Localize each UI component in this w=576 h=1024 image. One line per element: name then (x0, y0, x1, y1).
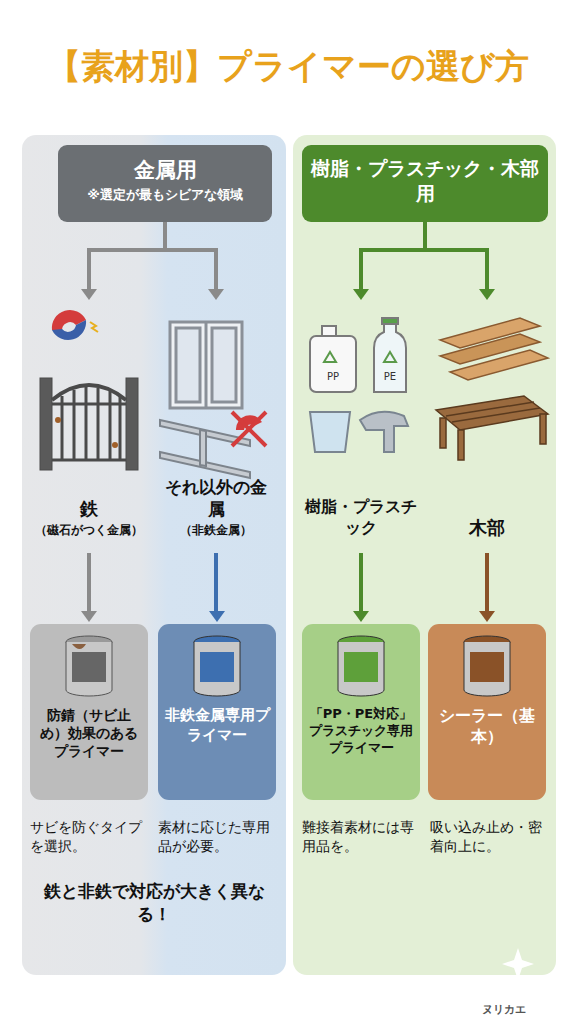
paint-can-icon (194, 636, 240, 696)
magnet-icon (52, 310, 98, 340)
node-title: 金属用 (134, 157, 197, 184)
flow-arrow (81, 553, 97, 622)
paint-can-icon (66, 636, 112, 696)
wood-deck-icon (436, 396, 548, 460)
resin-code: PP (318, 370, 348, 384)
category-header: 樹脂・プラスチック・木部用 (302, 145, 548, 222)
iron-gate-icon (40, 378, 138, 470)
node-title: 木部 (469, 516, 505, 539)
title: 【素材別】プライマーの選び方 (0, 44, 576, 90)
flow-arrow (353, 222, 425, 300)
sparkle-icon (502, 948, 534, 980)
flow-arrow (165, 222, 224, 300)
flow-arrow (81, 222, 165, 300)
node-subtitle: ※選定が最もシビアな領域 (87, 187, 243, 204)
node-title: 「PP・PE対応」プラスチック専用プライマー (306, 706, 416, 757)
resin-wood-panel (293, 135, 556, 975)
pe-bottle-icon (374, 318, 406, 392)
note: 鉄と非鉄で対応が大きく異なる！ (40, 880, 268, 926)
flow-arrow (209, 553, 225, 622)
description: 難接着素材には専用品を。 (302, 818, 420, 856)
node-title: 非鉄金属専用プライマー (162, 706, 272, 745)
pp-bottle-icon (310, 326, 356, 392)
node-title: シーラー（基本） (432, 706, 542, 748)
resin-code: PE (375, 370, 405, 384)
node-subtitle: （非鉄金属） (180, 523, 252, 539)
aluminium-window-icon (170, 322, 242, 408)
no-magnet-icon (232, 412, 266, 446)
node-subtitle: （磁石がつく金属） (35, 523, 143, 539)
wood-planks-icon (440, 318, 548, 380)
plastic-parts-icon (310, 412, 408, 452)
description: サビを防ぐタイプを選択。 (30, 818, 148, 856)
category-header: 金属用 ※選定が最もシビアな領域 (58, 145, 272, 222)
flow-arrow (353, 553, 369, 622)
node-title: それ以外の金属 (158, 476, 274, 520)
node-title: 防錆（サビ止め）効果のあるプライマー (34, 706, 144, 761)
metal-panel (22, 135, 286, 975)
paint-can-icon (464, 636, 510, 696)
flow-arrow (425, 222, 495, 300)
watermark: ヌリカエ (482, 1003, 572, 1018)
node-title: 鉄 (80, 497, 98, 520)
node-title: 樹脂・プラスチック (304, 497, 418, 539)
flow-arrow (479, 553, 495, 622)
paint-can-icon (338, 636, 384, 696)
node-title: 樹脂・プラスチック・木部用 (306, 156, 544, 205)
description: 素材に応じた専用品が必要。 (158, 818, 276, 856)
description: 吸い込み止め・密着向上に。 (430, 818, 548, 856)
